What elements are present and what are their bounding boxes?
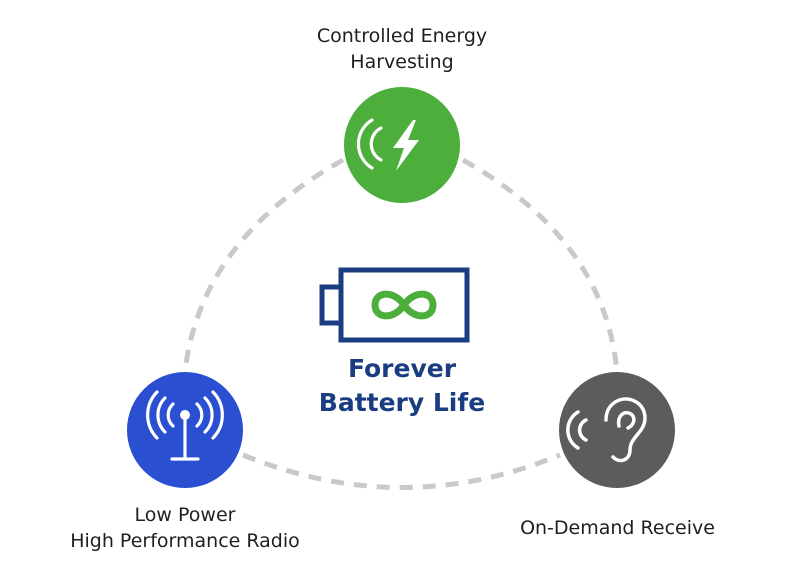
radio-antenna-icon — [146, 390, 224, 461]
connector-top-left — [182, 157, 345, 373]
wireless-charging-icon — [356, 118, 419, 171]
infinite-battery-icon — [319, 267, 470, 343]
title-line-1: Forever — [347, 354, 457, 383]
connector-bottom — [242, 452, 561, 490]
energy-harvesting-node — [344, 87, 460, 203]
receive-node — [559, 372, 675, 488]
receive-label-line-1: On-Demand Receive — [520, 517, 715, 539]
forever-battery-life-title: Forever Battery Life — [282, 352, 522, 420]
listening-ear-icon — [566, 397, 647, 463]
radio-label: Low Power High Performance Radio — [20, 502, 350, 554]
receive-label: On-Demand Receive — [470, 515, 765, 541]
radio-node — [127, 372, 243, 488]
energy-harvesting-label-line-2: Harvesting — [350, 51, 454, 73]
radio-label-line-2: High Performance Radio — [70, 530, 300, 552]
connector-top-right — [461, 157, 620, 373]
dashed-connectors — [182, 157, 620, 490]
radio-label-line-1: Low Power — [134, 504, 236, 526]
energy-harvesting-label-line-1: Controlled Energy — [316, 25, 488, 47]
title-line-2: Battery Life — [318, 388, 486, 417]
energy-harvesting-label: Controlled Energy Harvesting — [262, 23, 542, 75]
